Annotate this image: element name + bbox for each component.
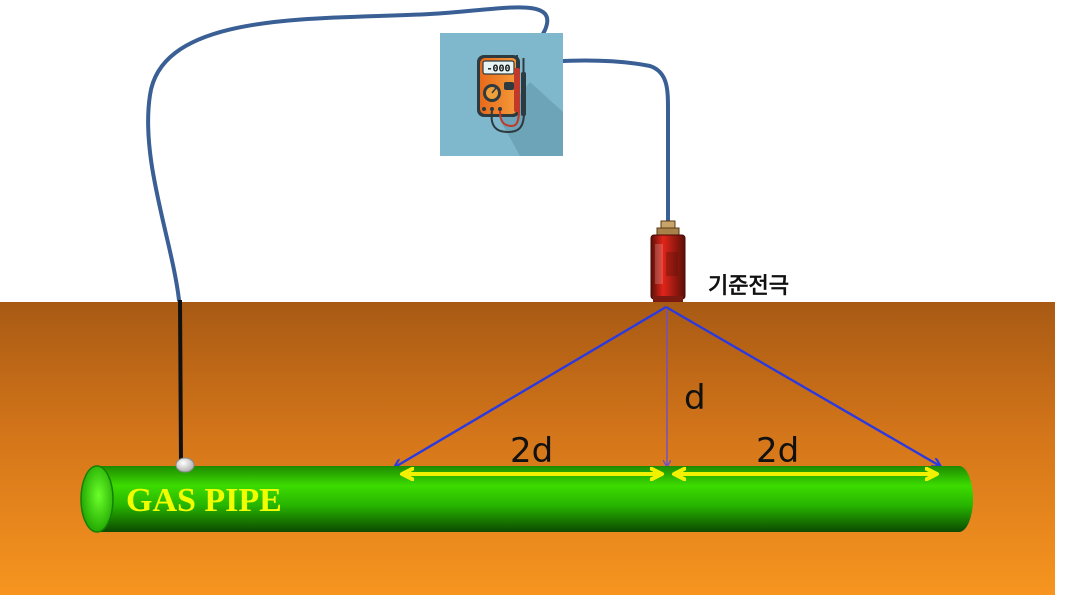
multimeter-display: -000	[486, 64, 510, 75]
label-2d-right: 2d	[756, 431, 799, 471]
multimeter-icon: -000	[440, 33, 563, 156]
reference-electrode-icon	[650, 220, 686, 302]
line-electrode-to-left-point	[395, 305, 667, 467]
reference-electrode-label: 기준전극	[708, 274, 789, 299]
wire-pipe-to-meter	[146, 5, 550, 302]
line-electrode-to-right-point	[665, 305, 940, 466]
pipe-label: GAS PIPE	[126, 482, 282, 519]
pipe-end-opening	[80, 465, 114, 533]
label-2d-left: 2d	[510, 431, 553, 471]
soil	[0, 302, 1055, 595]
label-d: d	[684, 378, 706, 418]
ground-contact-point	[175, 457, 195, 473]
ground-rod	[178, 299, 183, 463]
